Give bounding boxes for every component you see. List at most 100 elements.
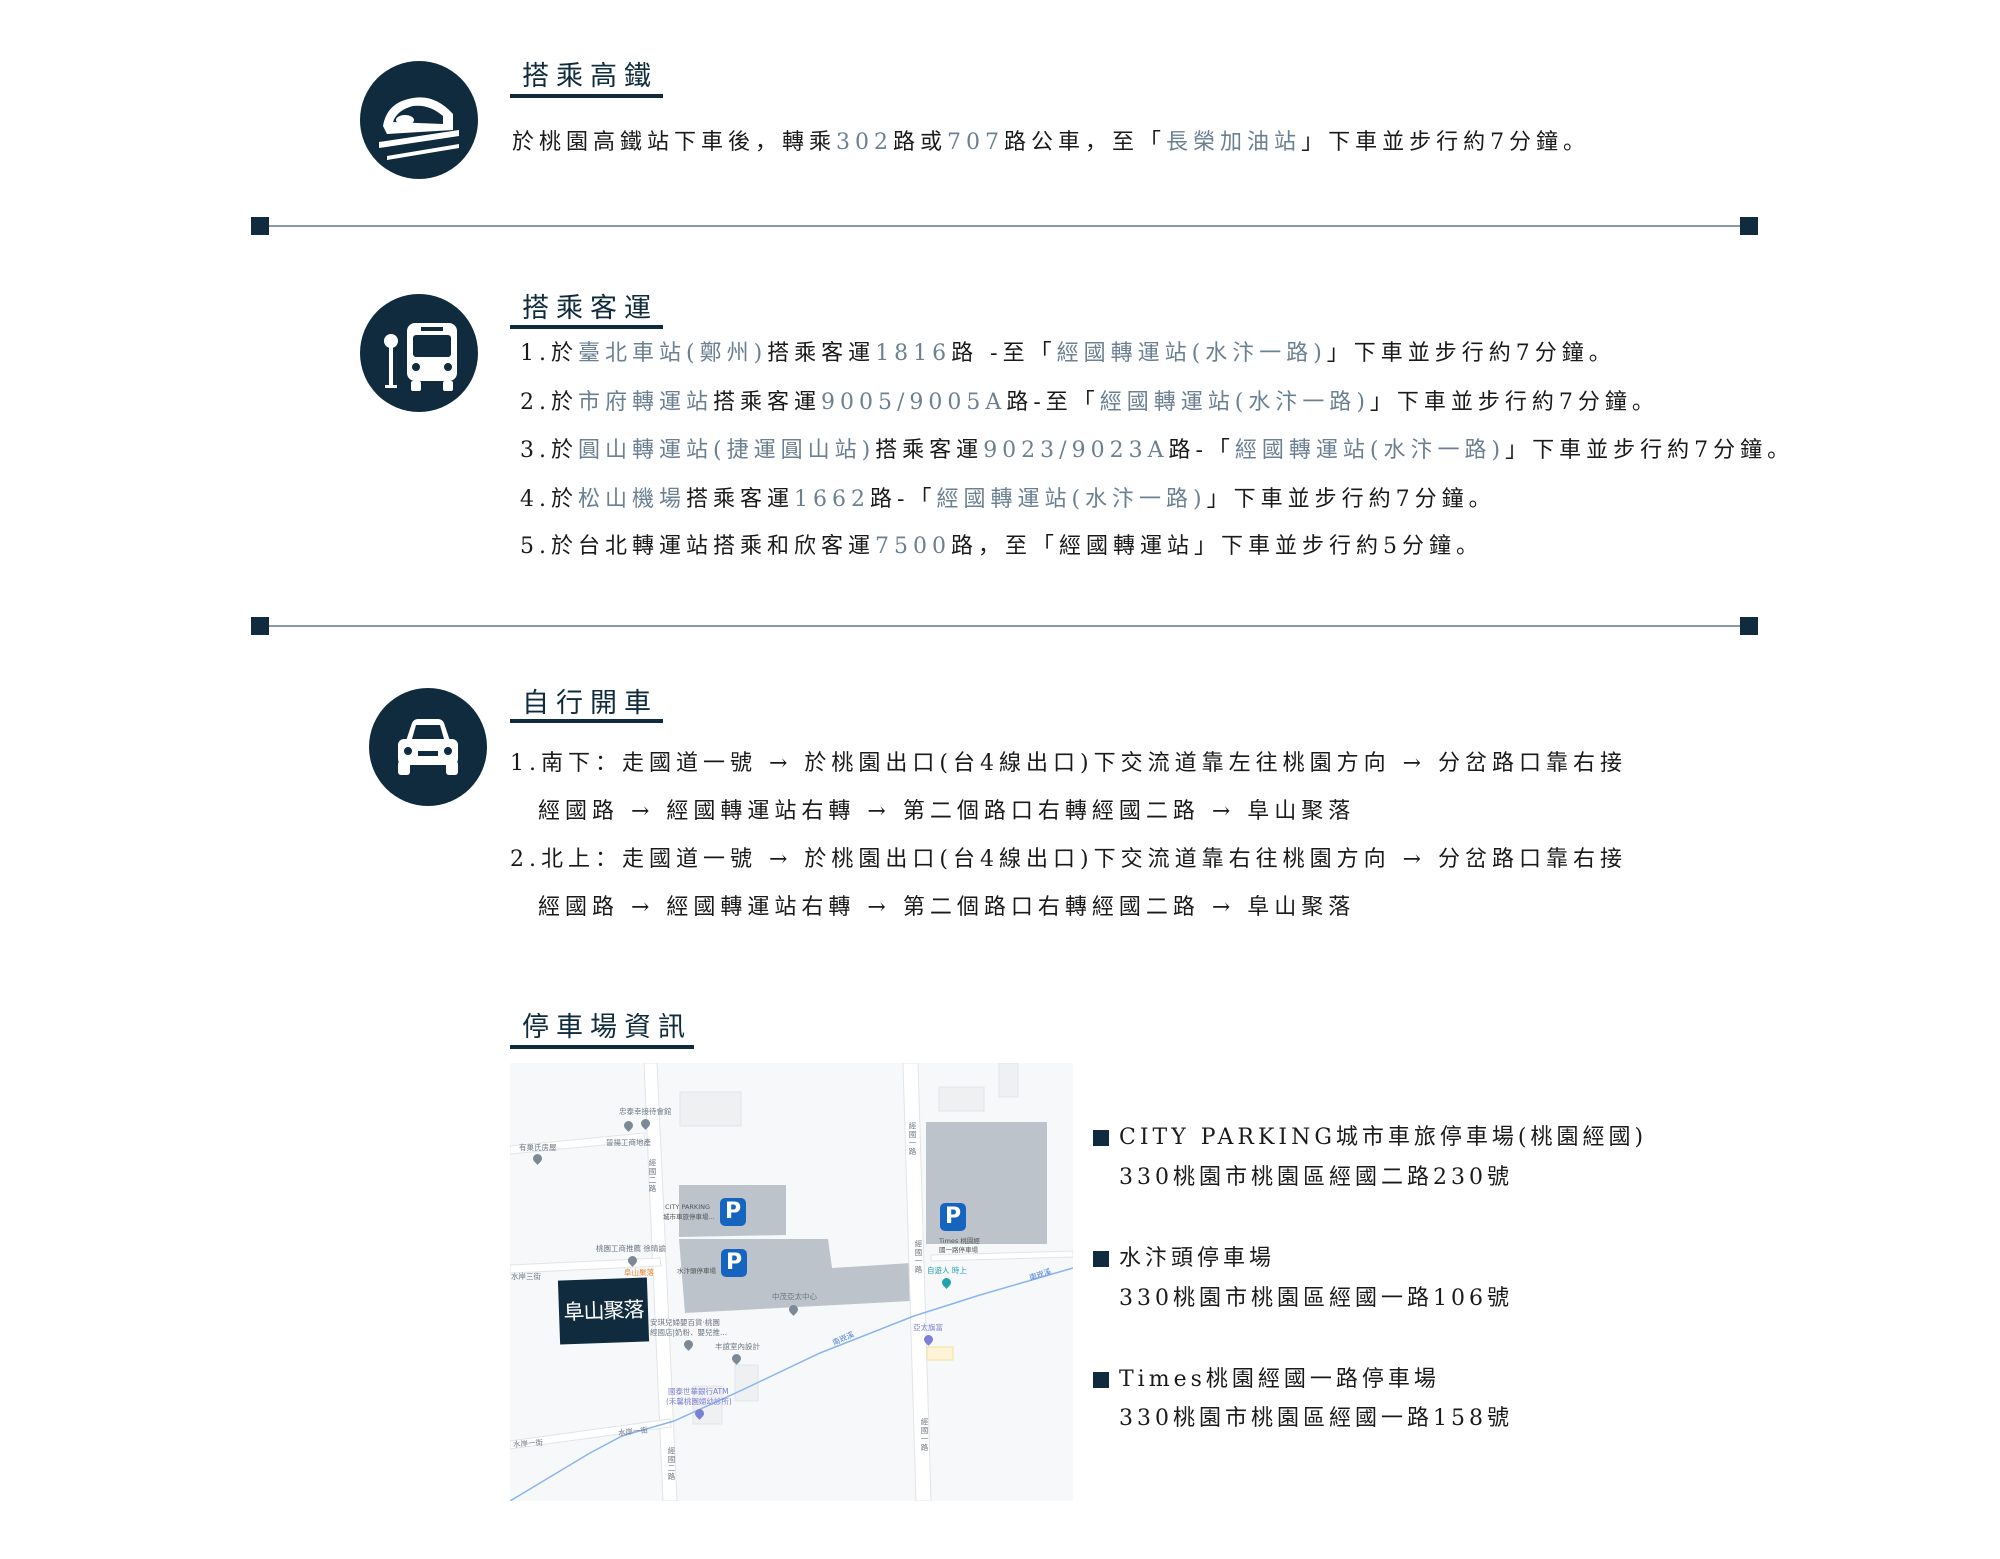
highlighted-text: 市府轉運站 [578, 390, 714, 415]
text-segment: 」下車並步行約7分鐘。 [1369, 390, 1659, 415]
text-segment: 搭乘客運 [713, 390, 822, 415]
bus-route-line: 1.於臺北車站(鄭州)搭乘客運1816路 -至「經國轉運站(水汴一路)」下車並步… [520, 339, 1616, 369]
text-segment: 搭乘客運 [686, 487, 795, 512]
highlighted-text: 經國轉運站(水汴一路) [1056, 341, 1327, 366]
text-segment: 路-至「 [1006, 390, 1100, 415]
highlighted-text: 臺北車站(鄭州) [578, 341, 768, 366]
map-road-label: 經國二路 [667, 1447, 676, 1481]
divider-square [251, 617, 269, 635]
car-icon [369, 688, 487, 806]
bullet-square [1093, 1251, 1109, 1267]
bus-route-line: 3.於圓山轉運站(捷運圓山站)搭乘客運9023/9023A路-「經國轉運站(水汴… [520, 436, 1794, 466]
text-segment: 3.於 [520, 438, 578, 463]
section-title-hsr: 搭乘高鐵 [522, 61, 658, 92]
highlighted-text: 松山機場 [578, 487, 687, 512]
text-segment: 」下車並步行約7分鐘。 [1301, 130, 1591, 155]
title-underline [510, 1045, 694, 1049]
parking-address: 330桃園市桃園區經國一路106號 [1119, 1286, 1513, 1311]
highlighted-text: 1662 [794, 487, 871, 512]
text-segment: 搭乘客運 [875, 438, 984, 463]
map-label: 忠泰幸接待會館 [619, 1107, 672, 1116]
text-segment: 路-「 [1168, 438, 1235, 463]
map-label: 亞太旗富 [913, 1323, 943, 1332]
divider-square [1740, 217, 1758, 235]
text-segment: 路，至「經國轉運站」下車並步行約5分鐘。 [951, 534, 1483, 559]
title-underline [510, 325, 663, 329]
section-divider [260, 625, 1750, 627]
section-divider [260, 225, 1750, 227]
map-road-label: 水岸一街 [512, 1437, 544, 1450]
map-label: 自遊人 時上 [927, 1266, 967, 1275]
highlighted-text: 9023/9023A [983, 438, 1169, 463]
bus-icon [360, 294, 478, 412]
parking-name: CITY PARKING城市車旅停車場(桃園經國) [1119, 1125, 1648, 1150]
section-title-drive: 自行開車 [522, 688, 658, 719]
map-label: 安琪兒婦嬰百貨·桃園 [650, 1318, 720, 1327]
highlighted-text: 經國轉運站(水汴一路) [936, 487, 1207, 512]
map-label: 晉揚工商地產 [606, 1138, 651, 1147]
map-road-label: 經國一路 [908, 1122, 917, 1156]
map-label: Times 桃園經 [939, 1237, 980, 1245]
parking-name: 水汴頭停車場 [1119, 1246, 1276, 1271]
drive-route-line: 經國路 → 經國轉運站右轉 → 第二個路口右轉經國二路 → 阜山聚落 [538, 895, 1356, 920]
drive-route-line: 1.南下：走國道一號 → 於桃園出口(台4線出口)下交流道靠左往桃園方向 → 分… [510, 751, 1627, 776]
text-segment: 4.於 [520, 487, 578, 512]
map-label: 國泰世華銀行ATM [668, 1387, 729, 1396]
project-logo: 阜山聚落 [557, 1277, 650, 1345]
parking-marker-icon[interactable]: P [721, 1249, 747, 1277]
parking-address: 330桃園市桃園區經國一路158號 [1119, 1406, 1513, 1431]
text-segment: 5.於台北轉運站搭乘和欣客運 [520, 534, 875, 559]
text-segment: 2.於 [520, 390, 578, 415]
highlighted-text: 長榮加油站 [1166, 130, 1302, 155]
text-segment: 路或 [893, 130, 948, 155]
section-title-parking: 停車場資訊 [522, 1012, 692, 1043]
highlighted-text: 9005/9005A [821, 390, 1007, 415]
map-label: CITY PARKING [665, 1203, 711, 1211]
map-road-label: 經國一路 [920, 1418, 929, 1452]
parking-marker-icon[interactable]: P [940, 1203, 966, 1231]
divider-square [251, 217, 269, 235]
text-segment: 路公車，至「 [1004, 130, 1167, 155]
divider-square [1740, 617, 1758, 635]
text-segment: 於桃園高鐵站下車後，轉乘 [512, 130, 837, 155]
map-label: 阜山聚落 [624, 1268, 654, 1277]
text-segment: 路-「 [870, 487, 937, 512]
bullet-square [1093, 1372, 1109, 1388]
drive-route-line: 經國路 → 經國轉運站右轉 → 第二個路口右轉經國二路 → 阜山聚落 [538, 799, 1356, 824]
map-road-label: 經國一路 [914, 1240, 923, 1274]
text-segment: 」下車並步行約7分鐘。 [1326, 341, 1616, 366]
parking-name: Times桃園經國一路停車場 [1119, 1367, 1440, 1392]
section-title-bus: 搭乘客運 [522, 293, 658, 324]
map-road-label: 經國二路 [648, 1159, 657, 1193]
map-label: 城市車旅停車場... [663, 1213, 715, 1221]
drive-route-line: 2.北上：走國道一號 → 於桃園出口(台4線出口)下交流道靠右往桃園方向 → 分… [510, 847, 1627, 872]
parking-map[interactable]: 忠泰幸接待會館 晉揚工商地產 有巢氏房屋 經國二路 CITY PARKING 城… [510, 1063, 1073, 1501]
map-label: (禾馨桃園婦幼診所) [666, 1397, 732, 1406]
highlighted-text: 1816 [875, 341, 952, 366]
parking-marker-icon[interactable]: P [720, 1198, 746, 1226]
bus-route-line: 4.於松山機場搭乘客運1662路-「經國轉運站(水汴一路)」下車並步行約7分鐘。 [520, 485, 1496, 515]
map-label: 有巢氏房屋 [519, 1143, 557, 1152]
hsr-text: 於桃園高鐵站下車後，轉乘302路或707路公車，至「長榮加油站」下車並步行約7分… [512, 128, 1590, 158]
title-underline [510, 94, 663, 98]
title-underline [510, 719, 663, 723]
map-road-label: 水岸三街 [511, 1272, 541, 1281]
text-segment: 1.於 [520, 341, 578, 366]
bullet-square [1093, 1130, 1109, 1146]
highlighted-text: 302 [836, 130, 894, 155]
highlighted-text: 707 [947, 130, 1005, 155]
map-label: 水汴頭停車場 [677, 1267, 716, 1275]
text-segment: 路 -至「 [951, 341, 1057, 366]
parking-address: 330桃園市桃園區經國二路230號 [1119, 1165, 1513, 1190]
text-segment: 搭乘客運 [767, 341, 876, 366]
highlighted-text: 7500 [875, 534, 951, 559]
highlighted-text: 圓山轉運站(捷運圓山站) [578, 438, 876, 463]
text-segment: 」下車並步行約7分鐘。 [1206, 487, 1496, 512]
map-label: 國一路停車場 [939, 1246, 978, 1254]
bus-route-line: 5.於台北轉運站搭乘和欣客運7500路，至「經國轉運站」下車並步行約5分鐘。 [520, 532, 1483, 562]
map-label: 經國店|奶粉、嬰兒推... [650, 1328, 728, 1337]
map-label: 丰誼室內設計 [715, 1342, 760, 1351]
highlighted-text: 經國轉運站(水汴一路) [1234, 438, 1506, 463]
map-label: 中茂亞太中心 [772, 1292, 817, 1301]
map-label: 桃園工商推薦 徐晴諭 [596, 1244, 666, 1253]
